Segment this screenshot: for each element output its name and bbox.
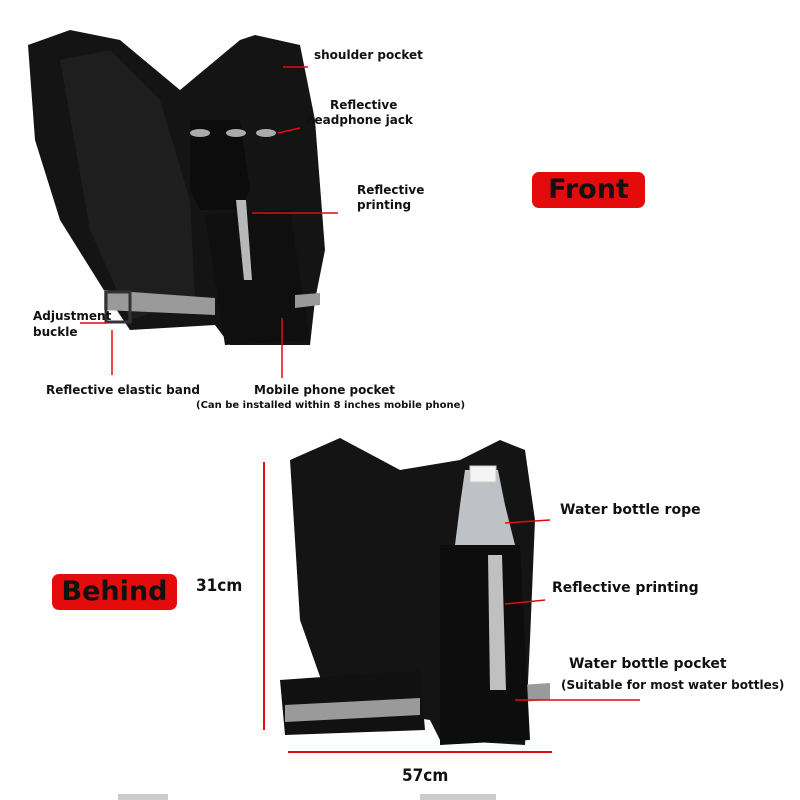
label-phone-pocket-note: (Can be installed within 8 inches mobile…: [196, 400, 466, 411]
label-printing-2: printing: [357, 198, 412, 212]
label-bottle-pocket-note: (Suitable for most water bottles): [561, 678, 785, 692]
label-buckle-1: Adjustment: [33, 309, 112, 323]
label-reflective-printing: Reflective printing: [552, 580, 699, 596]
bottom-divider-left: [118, 794, 168, 800]
label-elastic-band: Reflective elastic band: [46, 383, 200, 397]
front-pointer-lines: [80, 66, 338, 378]
label-headphone-jack-2: headphone jack: [306, 113, 413, 127]
label-bottle-pocket: Water bottle pocket: [569, 656, 727, 672]
front-tag: Front: [532, 172, 645, 208]
bottom-divider-right: [420, 794, 496, 800]
behind-tag: Behind: [52, 574, 177, 610]
behind-vest-image: [280, 438, 550, 745]
height-dimension: 31cm: [196, 576, 243, 596]
front-vest-image: [28, 30, 325, 345]
label-phone-pocket: Mobile phone pocket: [254, 383, 396, 397]
label-buckle-2: buckle: [33, 325, 78, 339]
label-printing-1: Reflective: [357, 183, 425, 197]
label-headphone-jack-1: Reflective: [330, 98, 398, 112]
label-bottle-rope: Water bottle rope: [560, 502, 701, 518]
behind-pointer-lines: [504, 519, 640, 701]
width-dimension: 57cm: [402, 766, 449, 786]
label-shoulder-pocket: shoulder pocket: [314, 48, 423, 62]
